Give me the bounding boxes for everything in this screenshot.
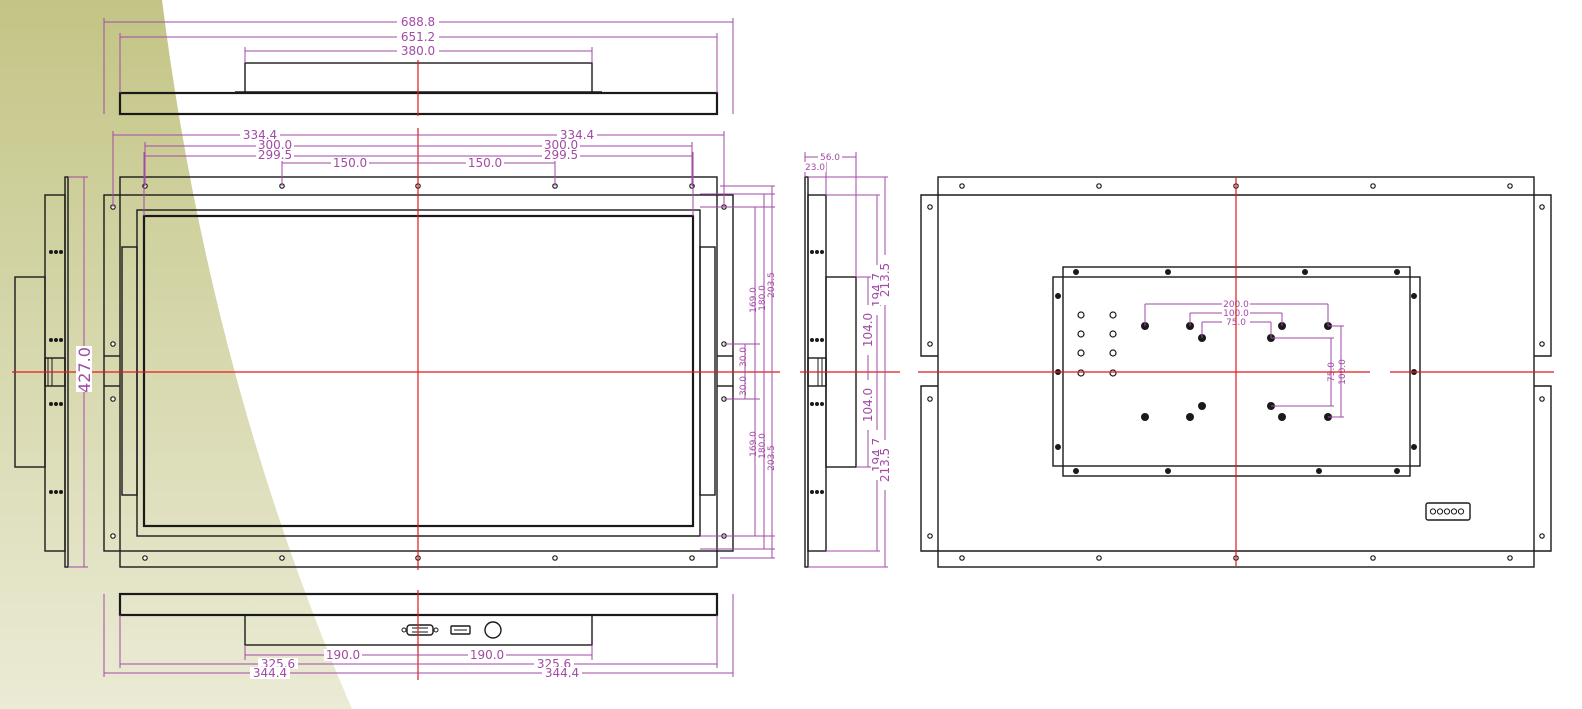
hdmi-port-icon xyxy=(450,625,471,635)
dim-bottom-overall-right: 344.4 xyxy=(545,666,579,680)
rear-housing-screws xyxy=(1055,269,1417,474)
dim-hole-pitch-left: 150.0 xyxy=(333,156,367,170)
connector-dots-side xyxy=(810,250,824,494)
dim-hole-span-right: 300.0 xyxy=(544,138,578,152)
dim-upper-203: 203.5 xyxy=(767,272,777,298)
front-view: 334.4 334.4 300.0 300.0 299.5 299.5 150.… xyxy=(100,128,780,570)
dim-upper-180: 180.0 xyxy=(758,285,768,311)
dim-glass-half-left: 299.5 xyxy=(258,148,292,162)
dim-side-upper-213: 213.5 xyxy=(878,263,892,297)
connector-dots xyxy=(49,250,63,494)
rear-perimeter-holes xyxy=(927,183,1545,561)
vga-port-icon xyxy=(401,624,439,636)
dim-bottom-box-right: 190.0 xyxy=(470,648,504,662)
right-side-view: 56.0 23.0 104.0 104.0 194.7 194.7 213.5 xyxy=(800,151,900,568)
rear-view: 200.0 100.0 75.0 75.0 100.0 xyxy=(918,176,1554,568)
dim-mid-lower: 30.0 xyxy=(739,376,749,396)
dim-upper-169: 169.0 xyxy=(749,287,759,313)
dim-depth-total: 56.0 xyxy=(820,153,840,163)
dim-side-upper-104: 104.0 xyxy=(861,313,875,347)
dim-lower-180: 180.0 xyxy=(758,433,768,459)
dim-lower-169: 169.0 xyxy=(749,431,759,457)
dim-mid-upper: 30.0 xyxy=(739,347,749,367)
dim-lower-203: 203.5 xyxy=(767,445,777,471)
dim-bottom-overall-left: 344.4 xyxy=(253,666,287,680)
left-side-view: 427.0 xyxy=(12,176,100,568)
rear-vent-holes xyxy=(1077,311,1117,377)
dim-side-lower-104: 104.0 xyxy=(861,388,875,422)
dim-glass-half-right: 299.5 xyxy=(544,148,578,162)
power-jack-icon xyxy=(484,621,502,639)
dim-box-width: 380.0 xyxy=(401,44,435,58)
dim-side-lower-213: 213.5 xyxy=(878,448,892,482)
dim-bottom-box-left: 190.0 xyxy=(326,648,360,662)
bottom-view: 190.0 190.0 325.6 325.6 344.4 344.4 xyxy=(103,590,734,680)
osd-button-strip-icon xyxy=(1425,502,1471,521)
dim-hole-span-left: 300.0 xyxy=(258,138,292,152)
dim-overall-width: 688.8 xyxy=(401,15,435,29)
dim-hole-pitch-right: 150.0 xyxy=(468,156,502,170)
dim-half-width-right: 334.4 xyxy=(560,128,594,142)
dim-depth-bezel: 23.0 xyxy=(805,163,825,173)
dim-bezel-width: 651.2 xyxy=(401,30,435,44)
top-view: 688.8 651.2 380.0 xyxy=(103,15,734,116)
dim-half-width-left: 334.4 xyxy=(243,128,277,142)
dim-overall-height: 427.0 xyxy=(75,347,94,393)
